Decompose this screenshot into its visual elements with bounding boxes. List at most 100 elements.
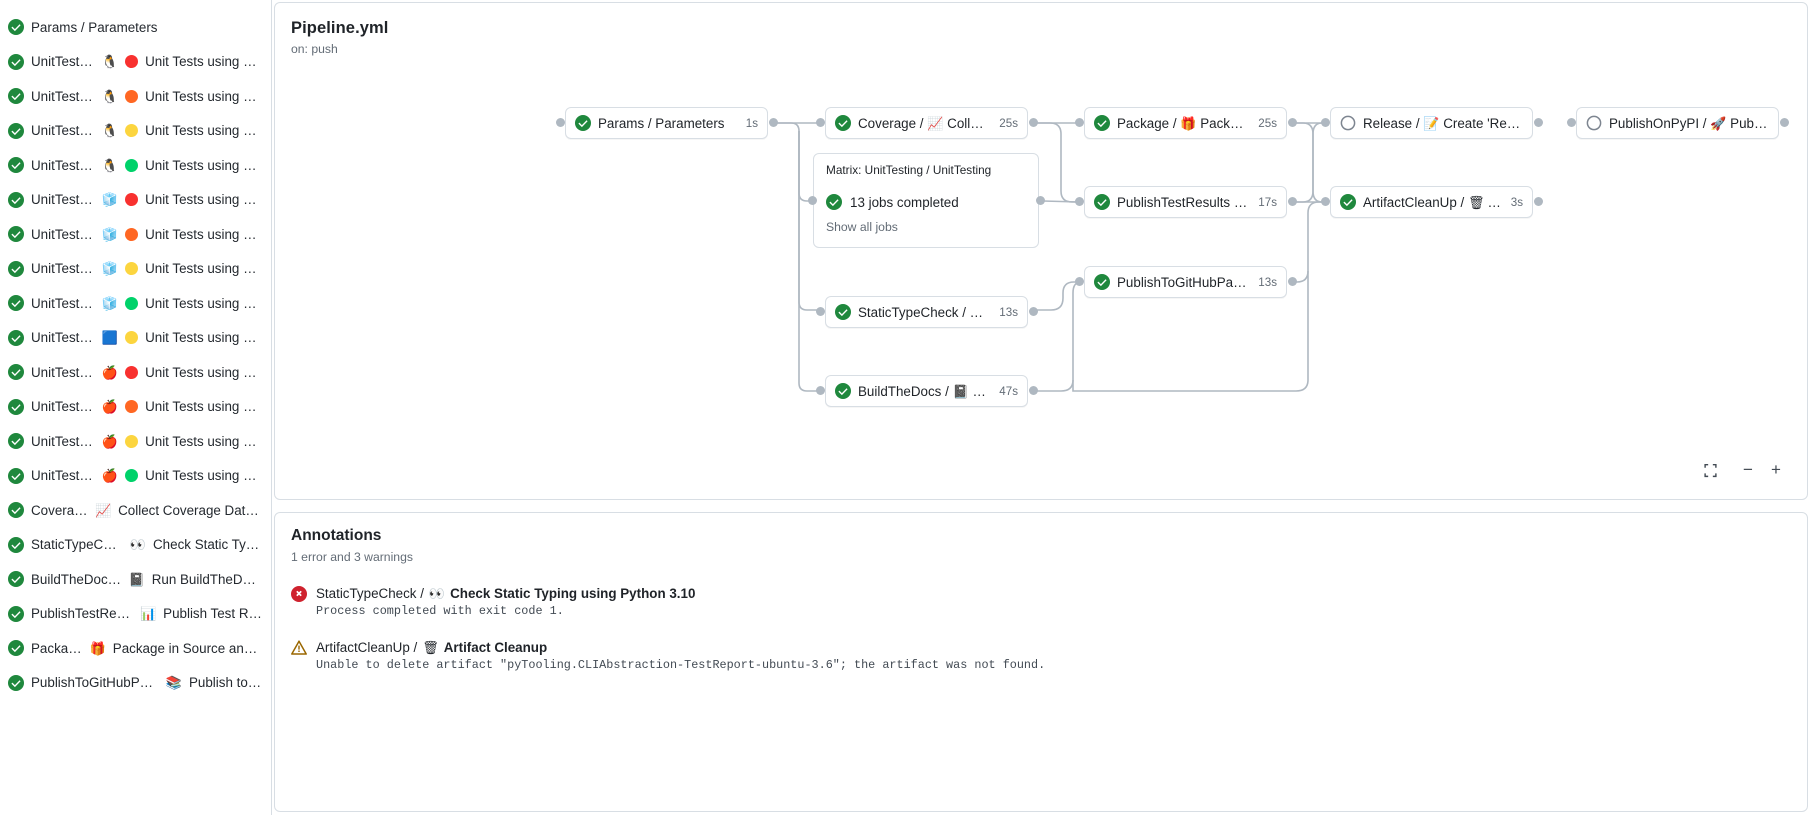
matrix-port-right	[1036, 196, 1045, 205]
annotation-emoji-icon: 🗑	[422, 640, 439, 655]
sidebar-item[interactable]: UnitTesting / 🐧Unit Tests using Pyth...	[0, 45, 271, 80]
annotation-job: ArtifactCleanUp /	[316, 640, 418, 655]
zoom-out-button[interactable]: −	[1743, 460, 1753, 479]
sidebar-item-name: PublishToGitHubPages /	[31, 675, 159, 691]
sidebar-item-label: Unit Tests using Pyth...	[145, 330, 263, 346]
success-check-icon	[8, 88, 24, 105]
node-label: Params / Parameters	[598, 115, 725, 131]
graph-node-builddocs[interactable]: BuildTheDocs / 📓 Run Buil...47s	[825, 375, 1028, 407]
graph-header: Pipeline.yml on: push	[275, 3, 1807, 56]
graph-node-testresults[interactable]: PublishTestResults / 📊 Pu...17s	[1084, 186, 1287, 218]
sidebar-item-label: Check Static Typing...	[153, 537, 263, 553]
os-emoji-icon: 🐧	[101, 157, 119, 173]
node-emoji-icon: 🎁	[1180, 115, 1197, 131]
python-version-dot	[125, 124, 139, 138]
sidebar-item-name: UnitTesting /	[31, 364, 95, 380]
sidebar-item[interactable]: UnitTesting / 🍎Unit Tests using Pyth...	[0, 459, 271, 494]
graph-node-typecheck[interactable]: StaticTypeCheck / 👀 Chec...13s	[825, 296, 1028, 328]
sidebar-item[interactable]: PublishTestResults / 📊Publish Test Resu.…	[0, 597, 271, 632]
graph-canvas[interactable]: Params / Parameters 1s Coverage / 📈 Collec…	[275, 3, 1807, 499]
graph-node-params[interactable]: Params / Parameters 1s	[565, 107, 768, 139]
annotation-item[interactable]: StaticTypeCheck / 👀Check Static Typing u…	[291, 586, 1791, 618]
matrix-summary: 13 jobs completed	[826, 194, 1026, 210]
success-check-icon	[8, 364, 24, 381]
python-version-dot	[125, 193, 139, 207]
sidebar-item[interactable]: UnitTesting / 🍎Unit Tests using Pyth...	[0, 424, 271, 459]
sidebar-item-name: UnitTesting /	[31, 468, 95, 484]
python-version-dot	[125, 55, 139, 69]
success-check-icon	[8, 536, 24, 553]
python-version-dot	[125, 262, 139, 276]
sidebar-item[interactable]: UnitTesting / 🧊Unit Tests using Pyth...	[0, 217, 271, 252]
show-all-jobs-link[interactable]: Show all jobs	[826, 220, 898, 234]
sidebar-item[interactable]: StaticTypeCheck / 👀Check Static Typing..…	[0, 528, 271, 563]
os-emoji-icon: 🧊	[101, 261, 119, 277]
sidebar-item[interactable]: UnitTesting / 🧊 Unit Tests using Pyth...	[0, 183, 271, 218]
sidebar-item-label: Unit Tests using Pyth...	[145, 192, 263, 208]
success-check-icon	[8, 191, 24, 208]
node-label: PublishTestResults / 📊 Pu...	[1117, 195, 1249, 210]
sidebar-item[interactable]: UnitTesting / 🍎Unit Tests using Pyth...	[0, 355, 271, 390]
node-duration: 13s	[1258, 275, 1277, 289]
sidebar-item[interactable]: UnitTesting / 🟦Unit Tests using Pyth...	[0, 321, 271, 356]
sidebar-item[interactable]: UnitTesting / 🧊Unit Tests using Pyth...	[0, 252, 271, 287]
python-version-dot	[125, 365, 139, 379]
success-check-icon	[8, 571, 24, 588]
sidebar-item[interactable]: UnitTesting / 🐧Unit Tests using Pyth...	[0, 114, 271, 149]
os-emoji-icon: 📈	[94, 502, 112, 518]
os-emoji-icon: 🍎	[101, 468, 119, 484]
sidebar-item[interactable]: Coverage / 📈Collect Coverage Data usi...	[0, 493, 271, 528]
graph-node-pypi[interactable]: PublishOnPyPI / 🚀 Publish to ...	[1576, 107, 1779, 139]
zoom-controls[interactable]: − +	[1697, 457, 1789, 483]
sidebar-item[interactable]: Package / 🎁Package in Source and Wh...	[0, 631, 271, 666]
sidebar-item-label: Run BuildTheDocs	[151, 571, 263, 587]
os-emoji-icon: 🧊	[101, 192, 119, 208]
annotation-heading: ArtifactCleanUp / 🗑Artifact Cleanup	[316, 640, 1045, 655]
annotation-step: Check Static Typing using Python 3.10	[450, 586, 696, 601]
node-label: Release / 📝 Create 'Release P...	[1363, 115, 1523, 131]
sidebar-item[interactable]: UnitTesting / 🐧 Unit Tests using Pyth...	[0, 148, 271, 183]
sidebar-item-name: StaticTypeCheck /	[31, 537, 123, 553]
node-port-left	[1567, 118, 1576, 127]
node-label: StaticTypeCheck / 👀 Chec...	[858, 304, 990, 320]
sidebar-item-name: Coverage /	[31, 502, 88, 518]
graph-node-coverage[interactable]: Coverage / 📈 Collect Cove...25s	[825, 107, 1028, 139]
graph-node-release[interactable]: Release / 📝 Create 'Release P...	[1330, 107, 1533, 139]
python-version-dot	[125, 158, 139, 172]
node-port-right	[1288, 118, 1297, 127]
node-emoji-icon: 📓	[952, 383, 969, 399]
sidebar-item[interactable]: BuildTheDocs / 📓Run BuildTheDocs	[0, 562, 271, 597]
error-icon	[291, 586, 307, 602]
node-port-right	[1288, 277, 1297, 286]
zoom-in-button[interactable]: +	[1771, 460, 1781, 479]
fullscreen-icon[interactable]	[1697, 457, 1723, 483]
sidebar-item-name: UnitTesting /	[31, 433, 95, 449]
node-duration: 1s	[745, 116, 758, 130]
annotations-title: Annotations	[291, 527, 382, 544]
sidebar-item[interactable]: PublishToGitHubPages / 📚Publish to G...	[0, 666, 271, 701]
sidebar-item-label: Unit Tests using Pyth...	[145, 157, 263, 173]
sidebar-item-name: UnitTesting /	[31, 330, 95, 346]
success-check-icon	[835, 304, 851, 320]
sidebar-item[interactable]: UnitTesting / 🍎Unit Tests using Pyth...	[0, 390, 271, 425]
sidebar-item[interactable]: UnitTesting / 🐧Unit Tests using Pyth...	[0, 79, 271, 114]
graph-node-ghpages[interactable]: PublishToGitHubPages / 📚 ...13s	[1084, 266, 1287, 298]
success-check-icon	[8, 226, 24, 243]
success-check-icon	[8, 122, 24, 139]
sidebar-item[interactable]: Params / Parameters	[0, 10, 271, 45]
graph-node-package[interactable]: Package / 🎁 Package in So...25s	[1084, 107, 1287, 139]
sidebar-item-name: UnitTesting /	[31, 192, 95, 208]
node-port-left	[816, 118, 825, 127]
sidebar-item-name: UnitTesting /	[31, 157, 95, 173]
matrix-port-left	[808, 196, 817, 205]
success-check-icon	[1340, 194, 1356, 210]
page-title: Pipeline.yml	[291, 19, 389, 37]
graph-node-artifact[interactable]: ArtifactCleanUp / 🗑 Artifac...3s	[1330, 186, 1533, 218]
python-version-dot	[125, 89, 139, 103]
os-emoji-icon: 🧊	[101, 226, 119, 242]
sidebar-item-name: UnitTesting /	[31, 54, 95, 70]
sidebar-item[interactable]: UnitTesting / 🧊Unit Tests using Pyth...	[0, 286, 271, 321]
